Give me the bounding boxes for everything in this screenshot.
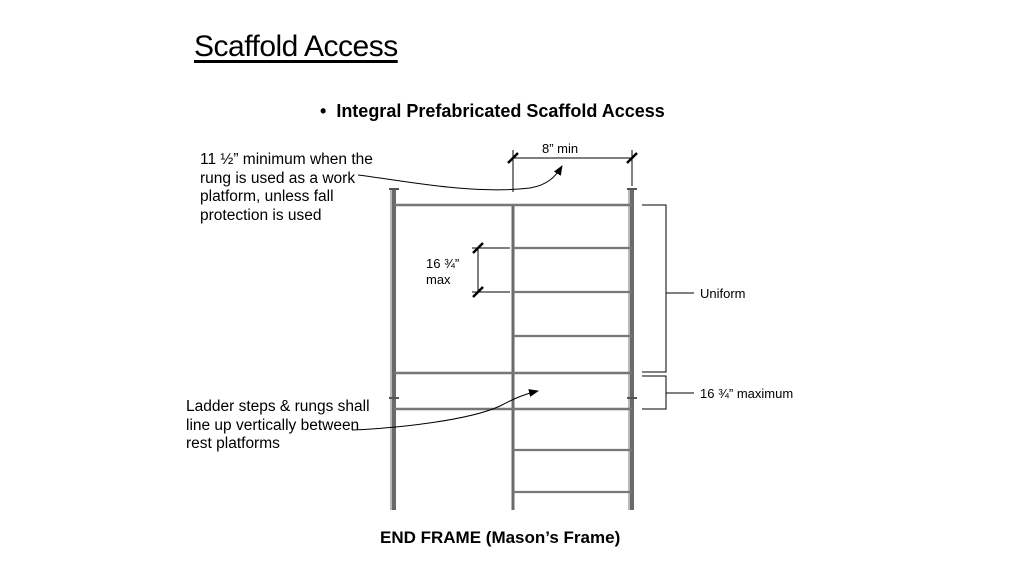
ladder-rungs xyxy=(513,246,632,494)
frame-bearers xyxy=(394,203,632,411)
bullet-heading: • Integral Prefabricated Scaffold Access xyxy=(320,101,665,121)
uniform-label: Uniform xyxy=(700,286,746,301)
post-caps xyxy=(389,188,637,399)
work-platform-note: 11 ½” minimum when the rung is used as a… xyxy=(200,151,373,224)
clearance-leader-arrow xyxy=(357,165,563,191)
post-highlights xyxy=(390,188,630,510)
slide-title: Scaffold Access xyxy=(194,30,398,63)
rung-spacing-label: 16 ¾” max xyxy=(426,256,460,287)
rung-clearance-dimension xyxy=(507,150,638,192)
line-up-leader-arrow xyxy=(351,389,539,431)
rest-platform-spacing-label: 16 ¾” maximum xyxy=(700,386,794,401)
rung-spacing-dimension xyxy=(472,242,510,298)
frame-posts xyxy=(392,188,634,510)
line-up-note: Ladder steps & rungs shall line up verti… xyxy=(186,398,370,453)
rest-platform-bracket xyxy=(642,375,694,410)
rung-clearance-label: 8” min xyxy=(542,141,579,156)
uniform-bracket xyxy=(642,204,694,373)
diagram-caption: END FRAME (Mason’s Frame) xyxy=(380,528,621,547)
bullet-text: Integral Prefabricated Scaffold Access xyxy=(336,101,665,121)
